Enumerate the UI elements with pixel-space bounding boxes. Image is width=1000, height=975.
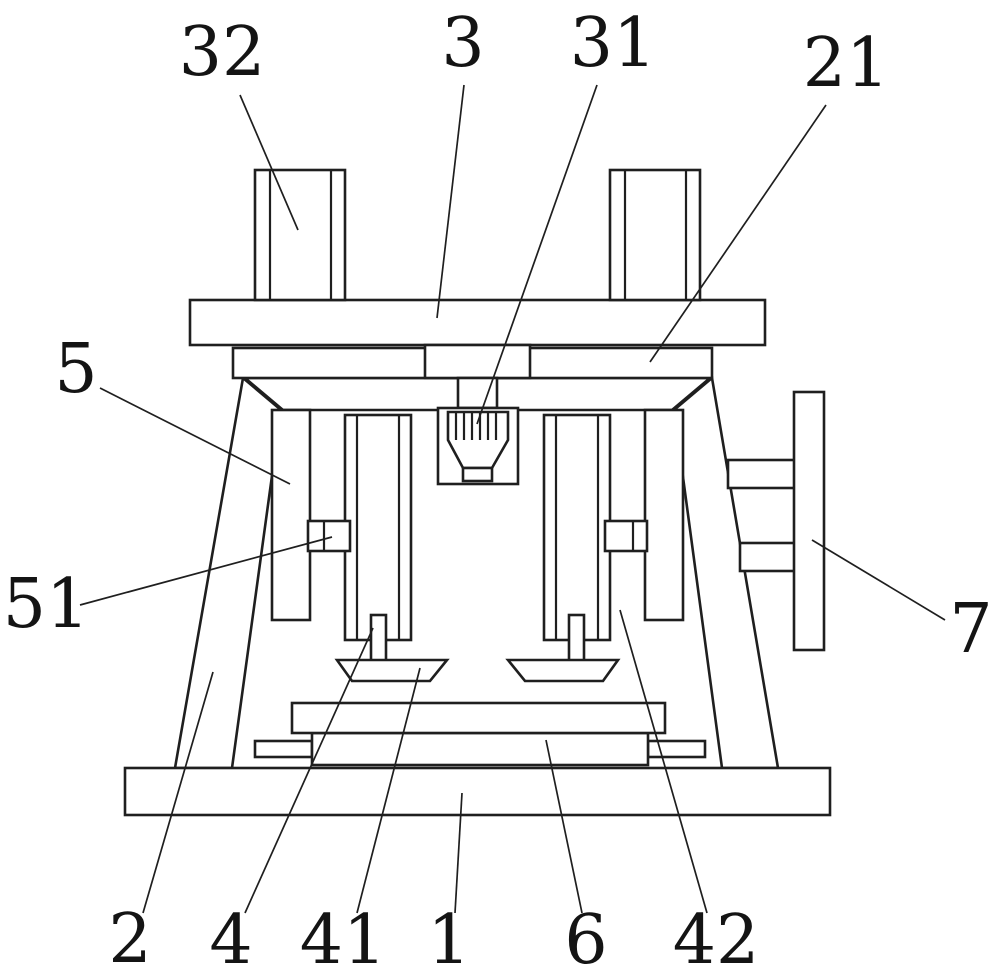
leader-line-6 <box>545 739 583 914</box>
leader-line-5 <box>99 387 291 485</box>
leader-line-4 <box>244 627 374 914</box>
reference-labels: 32 3 31 21 5 51 7 2 4 41 1 6 42 <box>3 4 993 975</box>
leader-line-42 <box>619 609 708 914</box>
ref-label-6: 6 <box>564 901 607 975</box>
nozzle-hatch-lines <box>454 412 498 440</box>
left-rail <box>343 413 413 642</box>
left-rod <box>369 613 388 664</box>
ref-label-3: 3 <box>441 4 484 83</box>
side-bracket-arm-lower <box>738 541 798 573</box>
nozzle-stem <box>456 376 499 410</box>
left-clamp-block <box>306 519 352 553</box>
leader-line-41 <box>356 667 421 914</box>
leader-line-51 <box>79 536 333 606</box>
leader-line-7 <box>811 539 946 621</box>
top-beam <box>188 298 767 347</box>
platform-bottom <box>310 731 650 767</box>
left-leg <box>173 375 283 770</box>
ref-label-5: 5 <box>54 330 97 409</box>
ref-label-41: 41 <box>300 901 387 975</box>
side-bracket-arm-upper <box>726 458 798 490</box>
right-rail <box>542 413 612 642</box>
nozzle-housing <box>436 406 520 486</box>
platform-tab-right <box>646 739 707 759</box>
right-guide-plate <box>643 408 685 622</box>
ref-label-1: 1 <box>427 901 470 975</box>
leader-line-31 <box>476 84 598 425</box>
right-foot <box>505 658 621 683</box>
right-rod <box>567 613 586 664</box>
left-foot <box>334 658 450 683</box>
nozzle-tip <box>461 466 494 483</box>
right-leg <box>672 375 780 770</box>
leader-line-1 <box>454 792 463 914</box>
platform-tab-left <box>253 739 314 759</box>
leader-line-32 <box>239 94 299 231</box>
ref-label-31: 31 <box>570 4 657 83</box>
platform-top <box>290 701 667 735</box>
leader-line-2 <box>142 671 214 914</box>
leader-line-21 <box>649 104 827 363</box>
ref-label-7: 7 <box>949 590 992 669</box>
machine-drawing <box>123 168 832 817</box>
center-block <box>423 343 532 380</box>
side-plate <box>792 390 826 652</box>
leader-lines <box>79 84 946 914</box>
base-plate <box>123 766 832 817</box>
ref-label-42: 42 <box>673 901 760 975</box>
left-guide-plate <box>270 408 312 622</box>
left-column <box>253 168 347 302</box>
platform <box>253 701 707 767</box>
ref-label-21: 21 <box>803 24 890 103</box>
ref-label-51: 51 <box>3 565 90 644</box>
ref-label-32: 32 <box>179 13 266 92</box>
leader-line-3 <box>436 84 465 319</box>
right-column <box>608 168 702 302</box>
ref-label-2: 2 <box>108 900 151 975</box>
right-clamp-block <box>603 519 649 553</box>
ref-label-4: 4 <box>209 901 252 975</box>
